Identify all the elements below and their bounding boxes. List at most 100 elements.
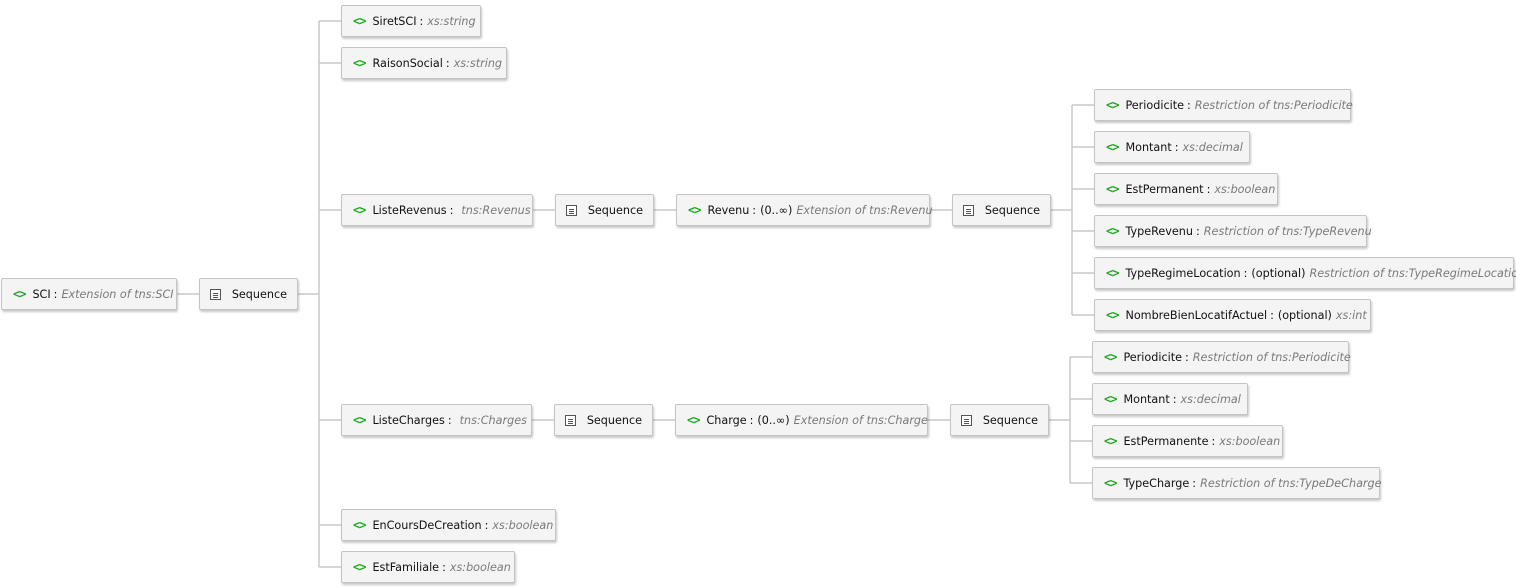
- element-name: Periodicite: [1123, 350, 1182, 364]
- element-name: SCI: [32, 287, 51, 301]
- element-node-revenu-estpermanent[interactable]: <> EstPermanent : xs:boolean: [1094, 173, 1278, 205]
- element-type: Extension of tns:Revenu: [796, 203, 933, 217]
- element-name: EstPermanent: [1125, 182, 1204, 196]
- element-node-sci[interactable]: <> SCI : Extension of tns:SCI: [1, 278, 177, 310]
- element-type: Restriction of tns:TypeDeCharge: [1200, 476, 1382, 490]
- element-node-estfamiliale[interactable]: <> EstFamiliale : xs:boolean: [341, 551, 515, 583]
- sequence-icon: [565, 414, 576, 426]
- element-node-revenu-typeregimelocation[interactable]: <> TypeRegimeLocation : (optional) Restr…: [1094, 257, 1516, 289]
- element-type: Restriction of tns:TypeRegimeLocation: [1309, 266, 1516, 280]
- element-icon: <>: [1106, 266, 1119, 280]
- separator: :: [1192, 476, 1197, 490]
- element-node-listecharges[interactable]: <> ListeCharges : tns:Charges: [341, 404, 532, 436]
- element-node-raisonsocial[interactable]: <> RaisonSocial : xs:string: [341, 47, 507, 79]
- element-occurrence: (0..∞): [760, 203, 793, 217]
- element-type: xs:boolean: [1219, 434, 1281, 448]
- element-type: xs:decimal: [1182, 140, 1243, 154]
- element-occurrence: (0..∞): [757, 413, 790, 427]
- element-icon: <>: [1104, 392, 1117, 406]
- element-name: SiretSCI: [372, 14, 417, 28]
- element-name: Montant: [1125, 140, 1172, 154]
- element-type: xs:boolean: [449, 560, 511, 574]
- separator: :: [53, 287, 58, 301]
- element-node-charge[interactable]: <> Charge : (0..∞) Extension of tns:Char…: [675, 404, 928, 436]
- sequence-node-root[interactable]: Sequence: [199, 278, 298, 310]
- element-node-charge-typecharge[interactable]: <> TypeCharge : Restriction of tns:TypeD…: [1092, 467, 1382, 499]
- element-name: NombreBienLocatifActuel: [1125, 308, 1268, 322]
- sequence-label: Sequence: [982, 413, 1038, 427]
- separator: :: [1174, 140, 1179, 154]
- element-node-charge-montant[interactable]: <> Montant : xs:decimal: [1092, 383, 1248, 415]
- sequence-icon: [961, 414, 972, 426]
- element-icon: <>: [1106, 98, 1119, 112]
- element-name: TypeRegimeLocation: [1125, 266, 1241, 280]
- element-node-revenu-periodicite[interactable]: <> Periodicite : Restriction of tns:Peri…: [1094, 89, 1353, 121]
- sequence-label: Sequence: [586, 413, 642, 427]
- separator: :: [1206, 182, 1211, 196]
- element-node-revenu[interactable]: <> Revenu : (0..∞) Extension of tns:Reve…: [676, 194, 933, 226]
- element-name: ListeCharges: [372, 413, 445, 427]
- element-icon: <>: [1104, 476, 1117, 490]
- separator: :: [445, 56, 450, 70]
- separator: :: [442, 560, 446, 574]
- element-icon: <>: [1106, 308, 1119, 322]
- separator: :: [1196, 224, 1200, 238]
- separator: :: [1186, 98, 1191, 112]
- element-name: EstPermanente: [1123, 434, 1209, 448]
- element-node-revenu-montant[interactable]: <> Montant : xs:decimal: [1094, 131, 1250, 163]
- element-node-encoursdecreation[interactable]: <> EnCoursDeCreation : xs:boolean: [341, 509, 556, 541]
- element-type: Restriction of tns:Periodicite: [1194, 98, 1353, 112]
- sequence-node-charge[interactable]: Sequence: [950, 404, 1049, 436]
- element-occurrence: (optional): [1277, 308, 1332, 322]
- sequence-label: Sequence: [984, 203, 1040, 217]
- element-icon: <>: [1104, 350, 1117, 364]
- element-type: xs:boolean: [1214, 182, 1276, 196]
- element-name: ListeRevenus: [372, 203, 447, 217]
- element-node-charge-estpermanente[interactable]: <> EstPermanente : xs:boolean: [1092, 425, 1283, 457]
- separator: :: [1211, 434, 1216, 448]
- element-icon: <>: [1106, 182, 1119, 196]
- element-icon: <>: [13, 287, 26, 301]
- element-icon: <>: [353, 203, 366, 217]
- element-icon: <>: [353, 560, 366, 574]
- separator: :: [752, 203, 757, 217]
- element-type: xs:decimal: [1180, 392, 1241, 406]
- separator: :: [1243, 266, 1248, 280]
- sequence-node-charges[interactable]: Sequence: [554, 404, 653, 436]
- separator: :: [1184, 350, 1189, 364]
- element-node-revenu-typerevenu[interactable]: <> TypeRevenu : Restriction of tns:TypeR…: [1094, 215, 1372, 247]
- element-icon: <>: [688, 203, 701, 217]
- sequence-icon: [963, 204, 974, 216]
- element-node-listerevenus[interactable]: <> ListeRevenus : tns:Revenus: [341, 194, 533, 226]
- element-node-charge-periodicite[interactable]: <> Periodicite : Restriction of tns:Peri…: [1092, 341, 1351, 373]
- separator: :: [449, 203, 454, 217]
- sequence-icon: [210, 288, 221, 300]
- element-type: Extension of tns:Charge: [793, 413, 928, 427]
- sequence-icon: [566, 204, 577, 216]
- element-occurrence: (optional): [1251, 266, 1306, 280]
- element-type: xs:boolean: [492, 518, 554, 532]
- element-type: Restriction of tns:TypeRevenu: [1203, 224, 1372, 238]
- sequence-label: Sequence: [587, 203, 643, 217]
- element-node-siretsci[interactable]: <> SiretSCI : xs:string: [341, 5, 481, 37]
- element-icon: <>: [1104, 434, 1117, 448]
- separator: :: [749, 413, 754, 427]
- sequence-node-revenus[interactable]: Sequence: [555, 194, 654, 226]
- element-name: Revenu: [707, 203, 750, 217]
- element-type: Extension of tns:SCI: [61, 287, 174, 301]
- element-type: xs:int: [1335, 308, 1367, 322]
- element-icon: <>: [353, 14, 366, 28]
- element-name: EnCoursDeCreation: [372, 518, 482, 532]
- separator: :: [419, 14, 424, 28]
- element-name: Charge: [706, 413, 747, 427]
- element-icon: <>: [353, 413, 366, 427]
- sequence-label: Sequence: [231, 287, 287, 301]
- sequence-node-revenu[interactable]: Sequence: [952, 194, 1051, 226]
- separator: :: [1270, 308, 1274, 322]
- element-name: TypeCharge: [1123, 476, 1190, 490]
- element-node-revenu-nombrebienlocatifactuel[interactable]: <> NombreBienLocatifActuel : (optional) …: [1094, 299, 1371, 331]
- element-type: Restriction of tns:Periodicite: [1192, 350, 1351, 364]
- element-icon: <>: [687, 413, 700, 427]
